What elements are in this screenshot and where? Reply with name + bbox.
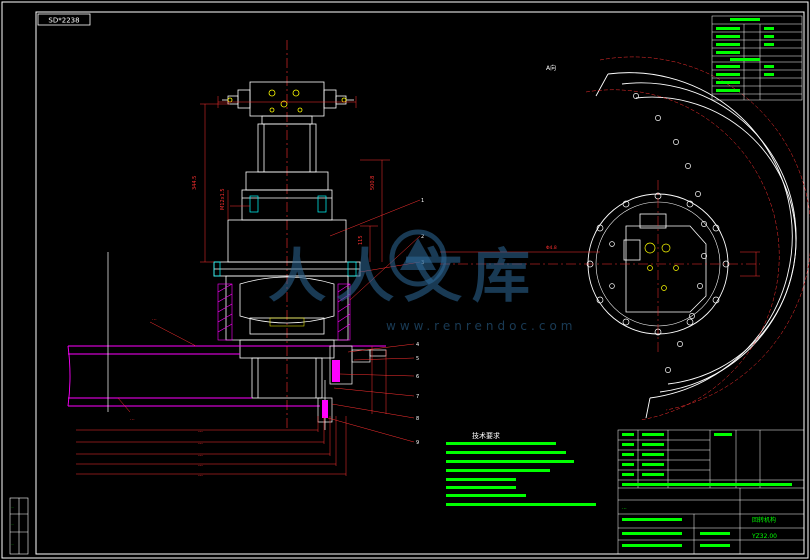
- svg-text:---: ---: [198, 430, 203, 435]
- svg-text:7: 7: [416, 394, 419, 400]
- svg-text:...: ...: [130, 416, 135, 422]
- svg-text:...: ...: [152, 316, 157, 322]
- svg-text:1: 1: [421, 198, 424, 204]
- drawing-number: YZ32.00: [751, 533, 777, 540]
- svg-text:8: 8: [416, 416, 419, 422]
- svg-text:---: ---: [198, 474, 203, 479]
- main-view: 344.5 500.8 115 M12x1.5: [67, 40, 424, 479]
- svg-text:---: ---: [198, 454, 203, 459]
- svg-text:Φ4.8: Φ4.8: [546, 245, 557, 251]
- svg-text:4: 4: [416, 342, 419, 348]
- svg-text:...: ...: [11, 505, 14, 509]
- svg-text:344.5: 344.5: [192, 176, 198, 190]
- svg-text:...: ...: [11, 522, 14, 526]
- parameter-table: [711, 15, 803, 101]
- svg-text:---: ---: [198, 464, 203, 469]
- binding-strip: [9, 497, 29, 555]
- title-block: [617, 429, 805, 555]
- code-box: [37, 13, 91, 26]
- title-block-name: 回转机构: [752, 516, 776, 524]
- svg-text:115: 115: [358, 235, 364, 245]
- inner-frame: [35, 11, 805, 555]
- tech-req-title: 技术要求: [472, 431, 500, 440]
- svg-text:2: 2: [421, 234, 424, 240]
- svg-text:5: 5: [416, 356, 419, 362]
- svg-text:6: 6: [416, 374, 419, 380]
- tech-requirements: 技术要求: [446, 431, 596, 506]
- svg-text:M12x1.5: M12x1.5: [220, 188, 226, 210]
- plan-view: A向: [440, 56, 810, 421]
- svg-text:...: ...: [622, 505, 627, 511]
- svg-text:---: ---: [198, 442, 203, 447]
- watermark-brand: 人人文库: [268, 242, 540, 310]
- svg-text:9: 9: [416, 440, 419, 446]
- svg-text:500.8: 500.8: [370, 176, 376, 190]
- watermark-url: www.renrendoc.com: [386, 319, 576, 333]
- watermark: 人人文库 www.renrendoc.com: [268, 229, 576, 333]
- view-label: A向: [546, 64, 556, 72]
- code-box-text: SD*2238: [48, 17, 79, 25]
- svg-text:...: ...: [11, 542, 14, 546]
